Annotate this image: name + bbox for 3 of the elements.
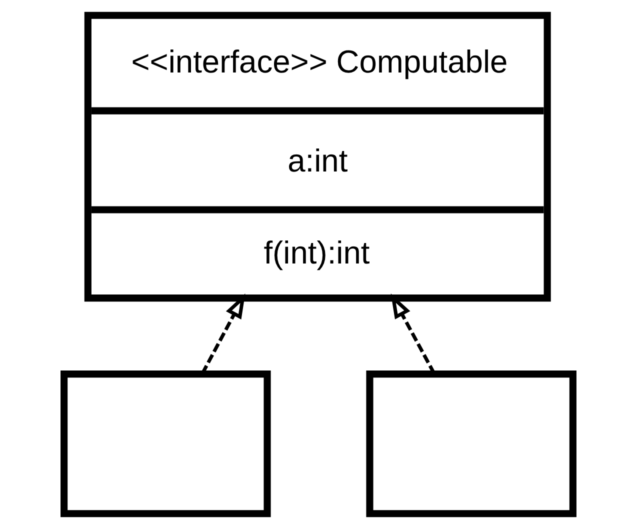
node-box xyxy=(60,370,271,518)
node-box: <<interface>> Computable a:int f(int):int xyxy=(84,12,551,302)
node-box xyxy=(366,370,576,518)
